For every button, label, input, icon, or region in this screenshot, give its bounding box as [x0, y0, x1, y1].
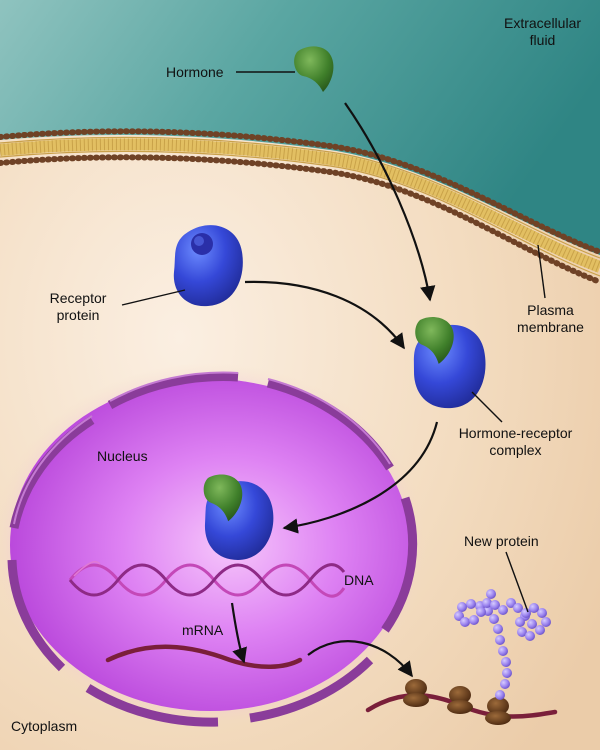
- protein-bead: [500, 679, 510, 689]
- label-receptor-line1: Receptor: [49, 290, 107, 306]
- protein-bead: [460, 617, 470, 627]
- protein-bead: [541, 617, 551, 627]
- protein-bead: [498, 646, 508, 656]
- arrow-dna-to-mrna: [230, 602, 247, 664]
- hormone-receptor-complex-icon: [410, 314, 486, 409]
- nuclear-complex-icon: [199, 472, 274, 560]
- label-nucleus: Nucleus: [97, 448, 148, 464]
- label-receptor-protein: Receptor protein: [38, 290, 118, 324]
- label-hormone-receptor-complex: Hormone-receptor complex: [448, 425, 583, 459]
- label-plasma-membrane: Plasma membrane: [508, 302, 593, 336]
- new-protein-chain: [454, 589, 551, 700]
- protein-bead: [490, 600, 500, 610]
- label-hormone: Hormone: [166, 64, 224, 80]
- leader-complex: [471, 391, 503, 423]
- label-plasma-line1: Plasma: [527, 302, 574, 318]
- label-dna: DNA: [344, 572, 374, 588]
- label-plasma-line2: membrane: [517, 319, 584, 335]
- protein-bead: [502, 668, 512, 678]
- protein-bead: [476, 607, 486, 617]
- label-complex-line2: complex: [489, 442, 542, 458]
- nuclear-envelope-highlight: [13, 371, 391, 525]
- protein-bead: [517, 627, 527, 637]
- protein-bead: [486, 589, 496, 599]
- dna-helix: [68, 561, 346, 598]
- label-extracellular-fluid: Extracellular fluid: [490, 15, 595, 49]
- protein-bead: [482, 598, 492, 608]
- protein-bead: [498, 605, 508, 615]
- arrow-hormone-to-complex: [344, 102, 436, 302]
- protein-bead: [493, 624, 503, 634]
- leader-new-protein: [505, 551, 529, 613]
- extracellular-region: [0, 0, 600, 255]
- protein-bead: [527, 619, 537, 629]
- plasma-membrane: [0, 128, 600, 285]
- protein-bead: [489, 614, 499, 624]
- arrow-receptor-to-complex: [244, 280, 405, 350]
- label-complex-line1: Hormone-receptor: [458, 425, 573, 441]
- protein-bead: [501, 657, 511, 667]
- pathway-arrows: [230, 102, 439, 678]
- leader-plasma: [537, 244, 546, 299]
- protein-bead: [521, 608, 531, 618]
- protein-bead: [469, 615, 479, 625]
- protein-bead: [495, 690, 505, 700]
- protein-bead: [466, 599, 476, 609]
- mrna-strand-nucleus: [105, 644, 303, 669]
- label-cytoplasm: Cytoplasm: [11, 718, 78, 734]
- arrow-complex-to-nucleus: [282, 421, 439, 534]
- label-mrna: mRNA: [182, 622, 224, 638]
- protein-bead: [513, 603, 523, 613]
- protein-bead: [535, 625, 545, 635]
- leader-receptor: [121, 289, 186, 306]
- ribosome-icon: [403, 679, 511, 725]
- protein-bead: [515, 617, 525, 627]
- protein-bead: [495, 635, 505, 645]
- label-extracellular-line1: Extracellular: [503, 15, 582, 31]
- protein-bead: [537, 608, 547, 618]
- protein-bead: [525, 631, 535, 641]
- protein-bead: [457, 602, 467, 612]
- label-new-protein: New protein: [464, 533, 539, 549]
- nuclear-envelope: [7, 372, 418, 727]
- arrow-mrna-to-ribosome: [307, 640, 413, 678]
- receptor-protein-icon: [173, 225, 243, 307]
- protein-bead: [506, 598, 516, 608]
- label-receptor-line2: protein: [56, 307, 100, 323]
- protein-bead: [529, 603, 539, 613]
- label-extracellular-line2: fluid: [529, 32, 556, 48]
- leader-lines: [121, 71, 546, 613]
